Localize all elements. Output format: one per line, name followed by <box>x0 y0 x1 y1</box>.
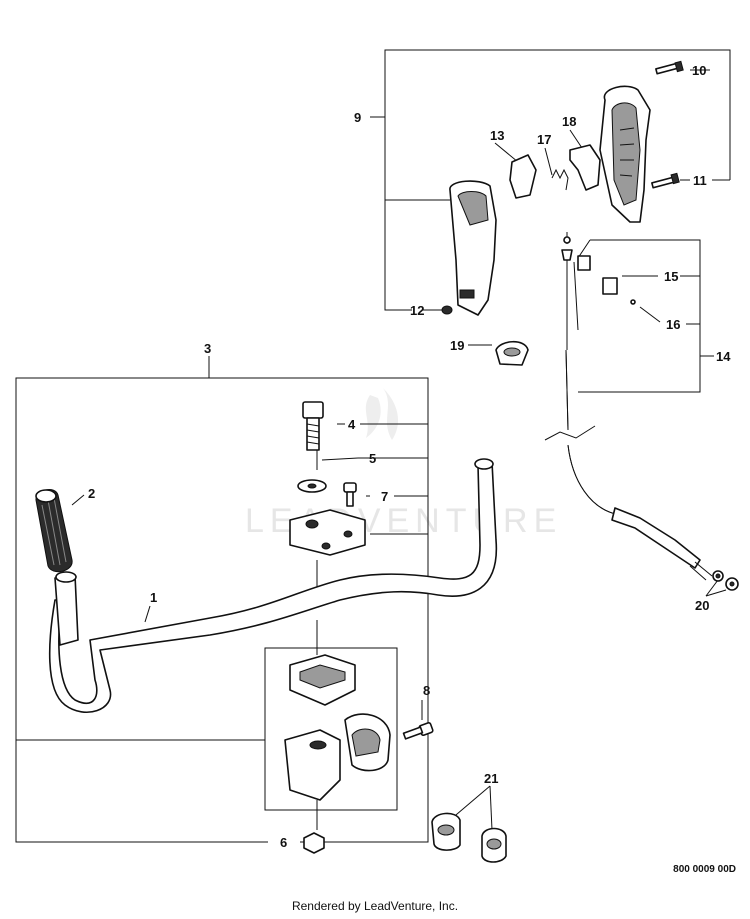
callout-14: 14 <box>716 349 731 364</box>
screw-part <box>402 722 434 740</box>
nut-part <box>303 832 325 854</box>
lower-clamp-parts <box>284 654 391 801</box>
watermark: LEADVENTURE <box>245 388 556 540</box>
ferrule-20-parts <box>712 570 739 591</box>
callout-12: 12 <box>410 303 424 318</box>
callout-2: 2 <box>88 486 95 501</box>
callout-9: 9 <box>354 110 361 125</box>
throttle-cable-part <box>544 232 713 581</box>
nut-12-part <box>441 305 453 315</box>
screw-10-part <box>655 60 684 75</box>
throttle-housing-right-part <box>599 85 651 223</box>
callout-20: 20 <box>695 598 709 613</box>
trigger-lockout-part <box>509 154 537 199</box>
callout-6: 6 <box>280 835 287 850</box>
callout-8: 8 <box>423 683 430 698</box>
bracket-lines <box>15 49 731 843</box>
upper-clamp-part <box>289 509 366 556</box>
callout-labels: 1 2 3 4 5 6 7 8 9 10 11 12 13 14 15 16 1… <box>88 63 731 850</box>
callout-16: 16 <box>666 317 680 332</box>
callout-18: 18 <box>562 114 576 129</box>
throttle-housing-left-part <box>449 180 497 316</box>
grip-part <box>35 489 73 573</box>
callout-13: 13 <box>490 128 504 143</box>
clip-19-part <box>495 340 529 366</box>
handlebar-part <box>48 458 498 714</box>
callout-17: 17 <box>537 132 551 147</box>
callout-21: 21 <box>484 771 498 786</box>
spring-part <box>551 168 569 191</box>
trigger-part <box>569 144 601 191</box>
callout-15: 15 <box>664 269 678 284</box>
callout-4: 4 <box>348 417 356 432</box>
callout-1: 1 <box>150 590 157 605</box>
callout-3: 3 <box>204 341 211 356</box>
washer-part <box>297 479 327 493</box>
callout-7: 7 <box>381 489 388 504</box>
callout-10: 10 <box>692 63 706 78</box>
small-bolt-part <box>343 482 357 507</box>
screw-11-part <box>651 172 680 189</box>
footer-credit: Rendered by LeadVenture, Inc. <box>291 899 459 913</box>
bolt-part <box>302 401 324 451</box>
callout-19: 19 <box>450 338 464 353</box>
callout-5: 5 <box>369 451 376 466</box>
callout-11: 11 <box>693 173 707 188</box>
clip-21-parts <box>431 812 507 863</box>
drawing-code: 800 0009 00D <box>673 864 736 875</box>
